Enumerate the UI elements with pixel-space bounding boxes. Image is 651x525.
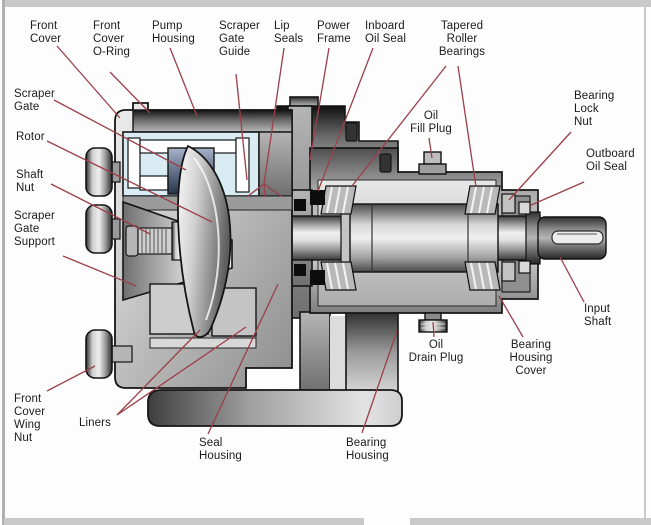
label-lip-seals: Lip Seals [274, 20, 304, 45]
label-front-cover: Front Cover [30, 20, 62, 45]
base-foot [147, 389, 403, 427]
rotor-shape [177, 144, 232, 338]
label-rotor: Rotor [16, 131, 45, 143]
label-oil-fill-plug: Oil Fill Plug [410, 110, 452, 135]
tapered-roller-bearings-shape [320, 185, 501, 291]
power-frame-shape [276, 96, 399, 393]
label-front-cover-o-ring: Front Cover O-Ring [93, 20, 131, 58]
label-outboard-oil-seal: Outboard Oil Seal [586, 148, 635, 173]
label-bearing-housing-cover: Bearing Housing Cover [509, 339, 553, 377]
label-oil-drain-plug: Oil Drain Plug [408, 339, 464, 364]
oil-fill-plug-shape [418, 151, 447, 175]
label-front-cover-wing-nut: Front Cover Wing Nut [14, 393, 46, 444]
label-bearing-lock-nut: Bearing Lock Nut [574, 90, 615, 128]
label-scraper-gate-guide: Scraper Gate Guide [219, 20, 260, 58]
label-seal-housing: Seal Housing [199, 437, 242, 462]
label-power-frame: Power Frame [317, 20, 351, 45]
label-tapered-roller-bearings: Tapered Roller Bearings [438, 20, 486, 58]
label-inboard-oil-seal: Inboard Oil Seal [365, 20, 407, 45]
label-scraper-gate-support: Scraper Gate Support [14, 210, 55, 248]
label-pump-housing: Pump Housing [152, 20, 195, 45]
label-liners: Liners [79, 417, 111, 429]
label-bearing-housing: Bearing Housing [346, 437, 389, 462]
label-input-shaft: Input Shaft [584, 303, 612, 328]
label-shaft-nut: Shaft Nut [16, 169, 44, 194]
label-scraper-gate: Scraper Gate [14, 88, 55, 113]
lock-nut-and-outboard-seal [501, 193, 531, 282]
front-cover-knobs [85, 147, 133, 379]
leader-lines [46, 45, 585, 435]
